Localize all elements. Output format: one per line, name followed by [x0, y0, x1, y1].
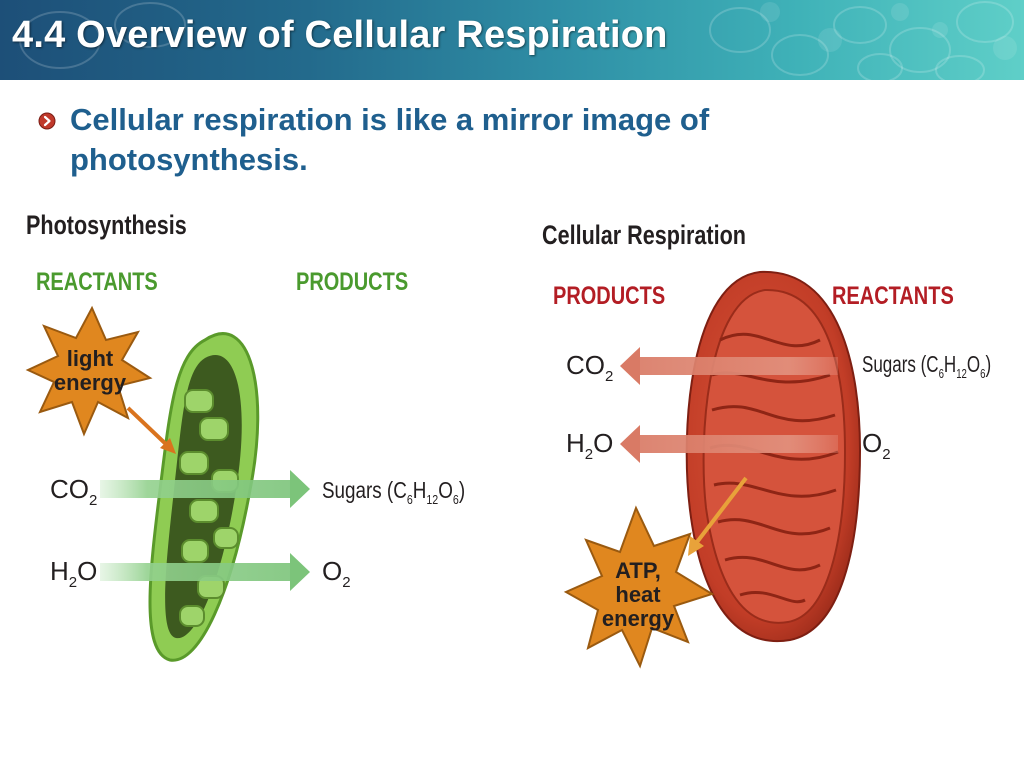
photosynthesis-arrow-co2-to-sugars	[100, 470, 310, 508]
light-energy-star: light energy	[25, 305, 153, 437]
atp-star-line3: energy	[602, 606, 675, 631]
photosynthesis-respiration-diagram: Photosynthesis REACTANTS PRODUCTS	[25, 211, 991, 669]
photosynthesis-arrow-h2o-to-o2	[100, 553, 310, 591]
photosynthesis-reactant-co2: CO2	[50, 474, 97, 509]
respiration-arrow-o2-to-h2o	[620, 425, 838, 463]
respiration-products-label: PRODUCTS	[553, 282, 665, 310]
photosynthesis-heading: Photosynthesis	[26, 211, 187, 241]
light-energy-line1: light	[67, 346, 114, 371]
respiration-product-h2o: H2O	[566, 428, 613, 463]
light-energy-line2: energy	[54, 370, 127, 395]
photosynthesis-products-label: PRODUCTS	[296, 268, 408, 296]
atp-heat-energy-star: ATP, heat energy	[563, 505, 715, 669]
atp-star-line2: heat	[615, 582, 661, 607]
cell-texture-background	[19, 1, 1017, 80]
photosynthesis-product-sugars: Sugars (C6H12O6)	[322, 478, 465, 507]
bullet-text: Cellular respiration is like a mirror im…	[70, 102, 710, 177]
respiration-reactants-label: REACTANTS	[832, 282, 954, 310]
bullet-arrow-icon	[38, 112, 56, 130]
title-bar: 4.4 Overview of Cellular Respiration	[0, 0, 1024, 80]
respiration-reactant-sugars: Sugars (C6H12O6)	[862, 353, 991, 382]
photosynthesis-panel: Photosynthesis REACTANTS PRODUCTS	[25, 211, 465, 662]
respiration-arrow-sugars-to-co2	[620, 347, 838, 385]
mitochondrion-illustration	[685, 270, 862, 643]
photosynthesis-reactant-h2o: H2O	[50, 556, 97, 591]
slide-title: 4.4 Overview of Cellular Respiration	[12, 14, 668, 56]
respiration-reactant-o2: O2	[862, 428, 891, 463]
respiration-heading: Cellular Respiration	[542, 221, 746, 251]
respiration-panel: Cellular Respiration PRODUCTS REACTANTS	[542, 221, 991, 669]
photosynthesis-product-o2: O2	[322, 556, 351, 591]
photosynthesis-reactants-label: REACTANTS	[36, 268, 158, 296]
light-energy-arrow	[126, 406, 176, 454]
respiration-product-co2: CO2	[566, 350, 613, 385]
atp-star-line1: ATP,	[615, 558, 661, 583]
atp-energy-arrow	[688, 476, 748, 556]
